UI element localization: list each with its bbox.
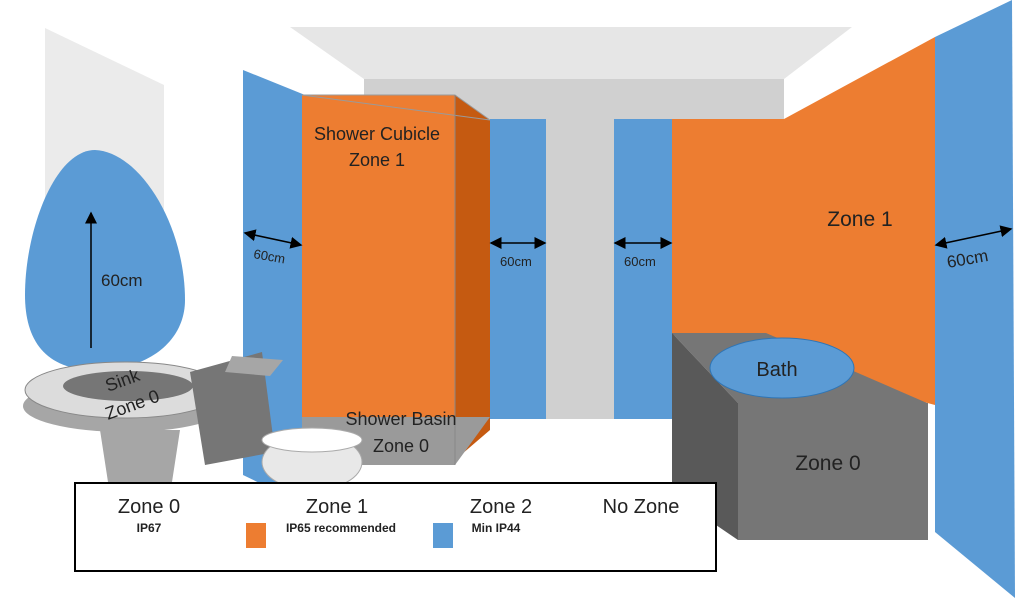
dist-label-right-shower: 60cm <box>500 254 532 269</box>
ceiling <box>290 27 852 79</box>
toilet-cistern-top <box>225 356 283 376</box>
legend-zone1-title: Zone 1 <box>305 496 369 518</box>
mirror-height-label: 60cm <box>101 271 143 290</box>
toilet-bowl-rim <box>261 427 363 453</box>
legend-zone2-title: Zone 2 <box>469 496 533 518</box>
far-right-zone2-wall <box>935 0 1015 598</box>
zone-legend: Zone 0 IP67 Zone 1 IP65 recommended Zone… <box>74 482 717 572</box>
legend-item-nozone: No Zone <box>586 496 696 519</box>
legend-zone2-swatch <box>433 523 453 548</box>
shower-cubicle-label: Shower Cubicle <box>314 124 440 144</box>
legend-zone0-title: Zone 0 <box>117 496 181 518</box>
legend-zone2-rating: Min IP44 <box>471 521 521 535</box>
bath-zone1-wall <box>672 37 935 405</box>
sink-pedestal <box>100 430 180 482</box>
legend-item-zone2: Zone 2 Min IP44 <box>451 496 541 537</box>
legend-zone0-rating: IP67 <box>136 521 162 535</box>
legend-item-zone0: Zone 0 IP67 <box>94 496 204 537</box>
shower-cubicle-zone-label: Zone 1 <box>349 150 405 170</box>
shower-cubicle-front <box>302 95 455 417</box>
legend-zone1-swatch <box>246 523 266 548</box>
sink-bowl <box>63 371 193 401</box>
back-wall-pillar <box>546 119 614 419</box>
shower-cubicle-glass-top <box>301 94 491 121</box>
legend-item-zone1: Zone 1 IP65 recommended <box>266 496 416 537</box>
bath-tub-zone2 <box>709 337 855 399</box>
shower-basin-label: Shower Basin <box>345 409 456 429</box>
shower-right-zone2-wall <box>490 119 546 419</box>
toilet-cistern <box>190 352 275 465</box>
shower-cubicle-side <box>455 95 490 460</box>
legend-nozone-title: No Zone <box>602 496 680 518</box>
bath-front <box>738 403 928 540</box>
dist-label-left-shower: 60cm <box>252 246 286 266</box>
legend-zone1-rating: IP65 recommended <box>285 521 397 535</box>
bath-label: Bath <box>756 359 797 381</box>
dist-arrow-right-bath <box>934 225 1013 249</box>
bath-zone-label: Zone 0 <box>795 452 860 475</box>
bath-left-zone2-wall <box>614 119 672 419</box>
bath-wall-zone-label: Zone 1 <box>827 208 892 231</box>
shower-basin-zone-label: Zone 0 <box>373 436 429 456</box>
dist-arrow-left-shower <box>243 229 303 249</box>
dist-label-left-bath: 60cm <box>624 254 656 269</box>
mirror-zone2-area <box>25 150 185 370</box>
